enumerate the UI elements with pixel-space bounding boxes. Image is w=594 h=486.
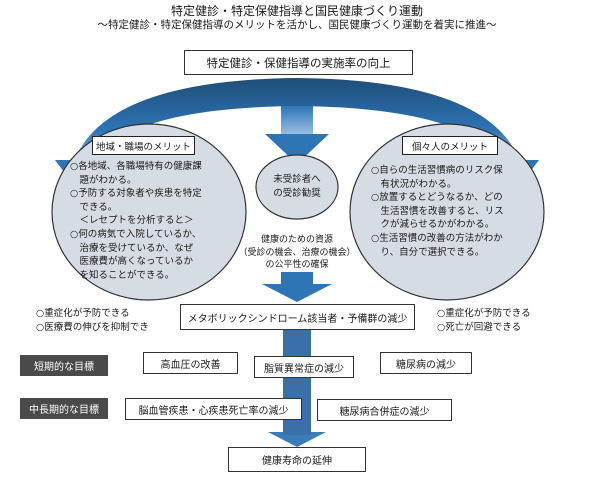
list-item: ○自らの生活習慣病のリスク保 <box>371 165 503 176</box>
center-arrow-head <box>265 134 329 164</box>
hypertension-box: 高血圧の改善 <box>143 352 238 374</box>
list-item: ○予防する対象者や疾患を特定 <box>70 188 202 200</box>
right-effect-item: ○死亡が回避できる <box>437 322 522 333</box>
center-circle <box>255 154 339 220</box>
top-goal-box: 特定健診・保健指導の実施率の向上 <box>184 50 413 75</box>
diabetes-complication-box: 糖尿病合併症の減少 <box>317 399 452 421</box>
center-circle-text: 未受診者へ の受診勧奨 <box>257 173 337 200</box>
left-circle-heading: 地域・職場のメリット <box>92 136 195 155</box>
dyslipidemia-box: 脂質異常症の減少 <box>254 356 354 378</box>
list-item: を知ることができる。 <box>70 269 175 281</box>
list-item: クが減らせるかがわかる。 <box>371 219 495 231</box>
list-item: 治療を受けているか、なぜ <box>70 242 194 254</box>
metabolic-box: メタボリックシンドローム該当者・予備群の減少 <box>180 304 415 330</box>
cycle-arc-arrow <box>70 78 524 175</box>
cardio-death-box: 脳血管疾患・心疾患死亡率の減少 <box>125 398 302 420</box>
list-item: り、自分で選択できる。 <box>371 246 485 258</box>
list-item: 有状況がわかる。 <box>371 178 457 190</box>
center-circle-line: 未受診者へ <box>273 174 321 185</box>
list-item: ○何の病気で入院しているか、 <box>70 228 202 240</box>
list-item: 生活習慣を改善すると、リス <box>371 205 504 217</box>
resource-line: （受診の機会、治療の機会） <box>238 247 356 258</box>
resource-line: 健康のための資源 <box>260 235 333 245</box>
resource-arrow-head <box>262 284 332 302</box>
diagram-title: 特定健診・特定保健指導と国民健康づくり運動 <box>170 4 423 18</box>
right-effects: ○重症化が予防できる ○死亡が回避できる <box>437 307 531 335</box>
right-effect-item: ○重症化が予防できる <box>437 308 531 319</box>
list-item: ＜レセプトを分析すると＞ <box>70 215 194 227</box>
left-effect-item: ○医療費の伸びを抑制でき <box>36 322 149 333</box>
list-item: できる。 <box>70 201 118 213</box>
diabetes-box: 糖尿病の減少 <box>380 352 472 374</box>
center-arrow-shaft <box>281 106 313 136</box>
left-effects: ○重症化が予防できる ○医療費の伸びを抑制でき <box>36 307 149 335</box>
final-goal-box: 健康寿命の延伸 <box>228 447 366 472</box>
diagram-subtitle: ～特定健診・特定保健指導のメリットを活かし、国民健康づくり運動を着実に推進～ <box>97 19 497 31</box>
right-circle <box>349 123 545 301</box>
list-item: 医療費が高くなっているか <box>70 256 194 268</box>
left-circle <box>51 123 247 301</box>
resource-arrow-shaft <box>281 272 313 286</box>
resource-line: の公平性の確保 <box>265 260 329 270</box>
right-circle-heading: 個々人のメリット <box>402 136 498 155</box>
list-item: 題がわかる。 <box>70 174 137 186</box>
short-term-label: 短期的な目標 <box>20 355 108 376</box>
right-circle-list: ○自らの生活習慣病のリスク保 有状況がわかる。 ○放置するとどうなるか、どの 生… <box>371 164 504 259</box>
resource-text: 健康のための資源 （受診の機会、治療の機会） の公平性の確保 <box>227 234 367 272</box>
mid-long-term-label: 中長期的な目標 <box>20 398 108 419</box>
center-circle-line: の受診勧奨 <box>273 187 321 199</box>
list-item: ○生活習慣の改善の方法がわか <box>371 232 503 244</box>
left-circle-list: ○各地域、各職場特有の健康課 題がわかる。 ○予防する対象者や疾患を特定 できる… <box>70 160 202 282</box>
list-item: ○各地域、各職場特有の健康課 <box>70 161 202 172</box>
left-effect-item: ○重症化が予防できる <box>36 308 130 319</box>
list-item: ○放置するとどうなるか、どの <box>371 192 503 204</box>
